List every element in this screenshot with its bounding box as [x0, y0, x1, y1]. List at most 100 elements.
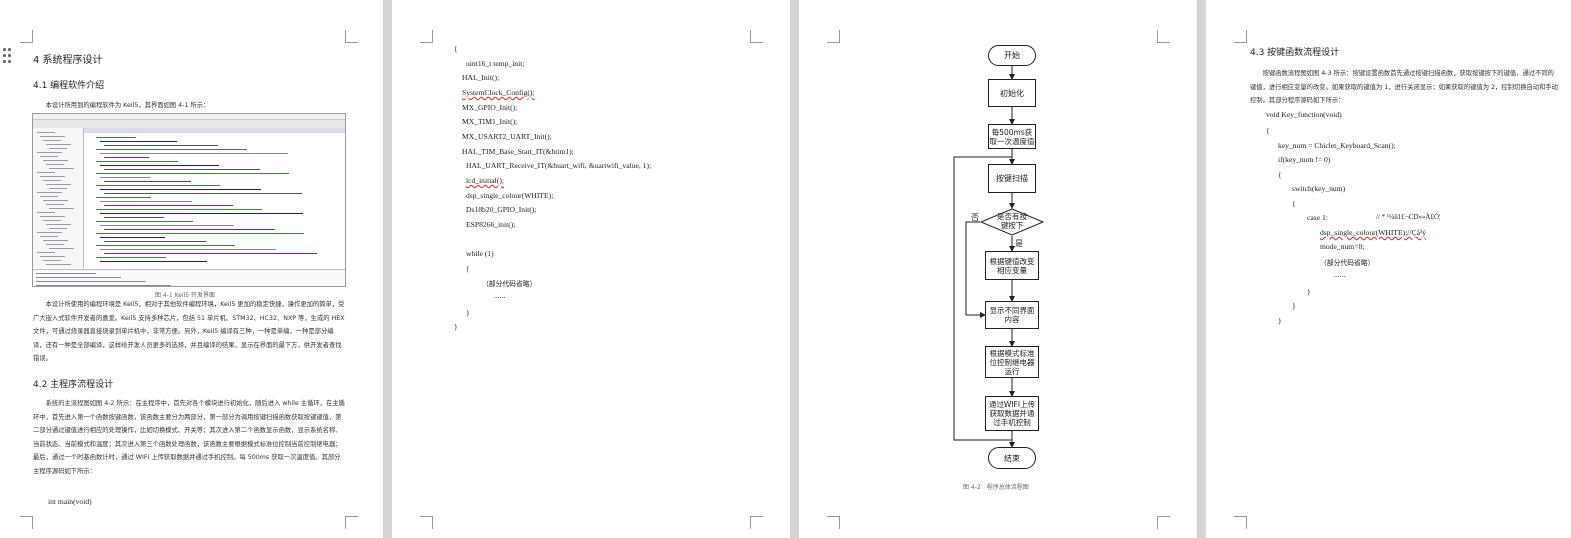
ide-tree-line	[37, 232, 62, 233]
ide-code-line	[96, 221, 193, 222]
code-line: HAL_Init();	[462, 73, 500, 82]
keil-paragraph: 本设计所使用的编程环境是 Keil5，相对于其他软件编程环境，Keil5 更加的…	[33, 301, 345, 363]
flow-decision-label: 是否有按键按下	[997, 212, 1027, 230]
code-line: MX_TIM1_Init();	[462, 117, 518, 126]
ide-tree-line	[37, 192, 62, 193]
section-heading: 4.3 按键函数流程设计	[1250, 48, 1340, 58]
code-line: }	[466, 308, 470, 317]
ide-tree-line	[49, 228, 67, 229]
ide-code-line	[100, 237, 165, 238]
ide-code-line	[104, 145, 218, 146]
ide-tree-line	[49, 208, 74, 209]
code-line: if(key_num != 0)	[1278, 155, 1331, 164]
code-line: lcd_initial();	[466, 176, 504, 185]
flow-no-label: 否	[971, 213, 979, 222]
crop-mark	[345, 516, 358, 529]
keil5-screenshot	[32, 113, 346, 287]
ide-tree-line	[46, 184, 71, 185]
crop-mark	[827, 516, 840, 529]
flow-wifi: 通过WIFI上传获取数据并通过手机控制	[985, 396, 1039, 431]
flow-read-temp: 每500ms获取一次温度值	[988, 124, 1036, 149]
ide-tree-line	[40, 136, 65, 137]
code-comment: // * ¹¼ü1£¬CD»»À£Ó¦	[1376, 213, 1441, 221]
ide-code-line	[100, 225, 234, 226]
ide-code-line	[104, 229, 275, 230]
ide-tree-line	[43, 220, 61, 221]
main-flow-paragraph: 系统的主流程图如图 4-2 所示：在主程序中，首先对各个模块进行初始化，随后进入…	[33, 400, 345, 475]
ide-code-line	[96, 209, 262, 210]
flow-decision	[980, 208, 1044, 236]
code-line: {	[1292, 199, 1296, 208]
flow-display: 显示不同界面内容	[985, 301, 1039, 329]
ide-code-line	[104, 157, 149, 158]
code-comment: （部分代码省略）	[1320, 259, 1375, 267]
code-line: MX_USART2_UART_Init();	[462, 132, 552, 141]
key-function-paragraph: 按键函数流程图如图 4-3 所示：按键设置函数首先通过按键扫描函数，获取按键按下…	[1250, 70, 1558, 105]
crop-mark	[1234, 516, 1247, 529]
ide-code-line	[100, 177, 150, 178]
ide-tree-line	[43, 180, 61, 181]
ide-code-line	[96, 149, 247, 150]
code-line: mode_num=0;	[1320, 242, 1365, 251]
section-heading: 4.2 主程序流程设计	[33, 380, 114, 390]
ide-code-line	[104, 205, 233, 206]
code-line: }	[1278, 316, 1282, 325]
flow-relay-control: 根据模式标准位控制继电器运行	[985, 346, 1039, 378]
ide-tree-line	[37, 152, 62, 153]
ide-code-line	[104, 193, 302, 194]
code-line: int main(void)	[48, 497, 92, 506]
code-line: case 1:	[1307, 213, 1328, 222]
crop-mark	[1157, 30, 1170, 43]
ide-code-line	[104, 217, 164, 218]
ide-code-line	[100, 249, 276, 250]
ide-code-line	[96, 137, 136, 138]
ide-tree-line	[46, 144, 71, 145]
ide-tree-line	[40, 156, 58, 157]
crop-mark	[345, 30, 358, 43]
ide-output-line	[36, 281, 146, 282]
crop-mark	[827, 30, 840, 43]
code-line: dsp_single_colour(WHITE);	[466, 191, 554, 200]
code-line: {	[466, 264, 470, 273]
ide-tree-line	[43, 260, 61, 261]
flow-start: 开始	[988, 45, 1036, 66]
ide-tree-line	[40, 176, 65, 177]
chapter-heading: 4 系统程序设计	[33, 55, 103, 66]
code-line: ESP8266_init();	[466, 220, 516, 229]
ide-output-line	[36, 277, 121, 278]
ide-tree-line	[37, 212, 55, 213]
ide-output-line	[36, 285, 171, 286]
code-line: key_num = Chiclet_Keyboard_Scan();	[1278, 141, 1396, 150]
ide-code-line	[96, 233, 304, 234]
ide-tree-line	[49, 188, 67, 189]
crop-mark	[420, 516, 433, 529]
ide-code-line	[100, 141, 177, 142]
drag-handle-icon[interactable]	[3, 48, 13, 64]
page-4: 4.3 按键函数流程设计 按键函数流程图如图 4-3 所示：按键设置函数首先通过…	[1206, 0, 1571, 538]
code-line: MX_GPIO_Init();	[462, 103, 518, 112]
code-line: dsp_single_colour(WHITE);//Çå³ý	[1320, 228, 1427, 237]
ide-code-line	[100, 213, 303, 214]
code-line: uint16_t temp_init;	[466, 59, 525, 68]
flowchart-connectors	[953, 66, 1015, 448]
figure-caption: 图 4-2 程序总体流程图	[963, 484, 1029, 491]
flow-yes-label: 是	[1015, 239, 1023, 248]
ide-tree-line	[37, 252, 55, 253]
flow-change-var: 根据键值改变相应变量	[985, 251, 1039, 280]
intro-text: 本设计所用到的编程软件为 Keil5，其界面如图 4-1 所示：	[45, 102, 210, 109]
ide-tree-line	[37, 172, 55, 173]
code-line: {	[1266, 126, 1270, 135]
ide-tree-line	[43, 160, 68, 161]
code-line: }	[454, 322, 458, 331]
ide-code-line	[104, 241, 206, 242]
ide-tree-line	[37, 132, 55, 133]
ide-code-line	[100, 189, 261, 190]
code-line: }	[1307, 287, 1311, 296]
code-line: SystemClock_Config();	[462, 88, 535, 97]
ide-code-line	[104, 169, 260, 170]
crop-mark	[420, 30, 433, 43]
code-line: switch(key_num)	[1292, 184, 1346, 193]
code-line: HAL_TIM_Base_Start_IT(&htim1);	[462, 147, 574, 156]
figure-caption: 图 4-1 Keil5 开发界面	[155, 292, 216, 299]
ide-code-line	[96, 257, 166, 258]
